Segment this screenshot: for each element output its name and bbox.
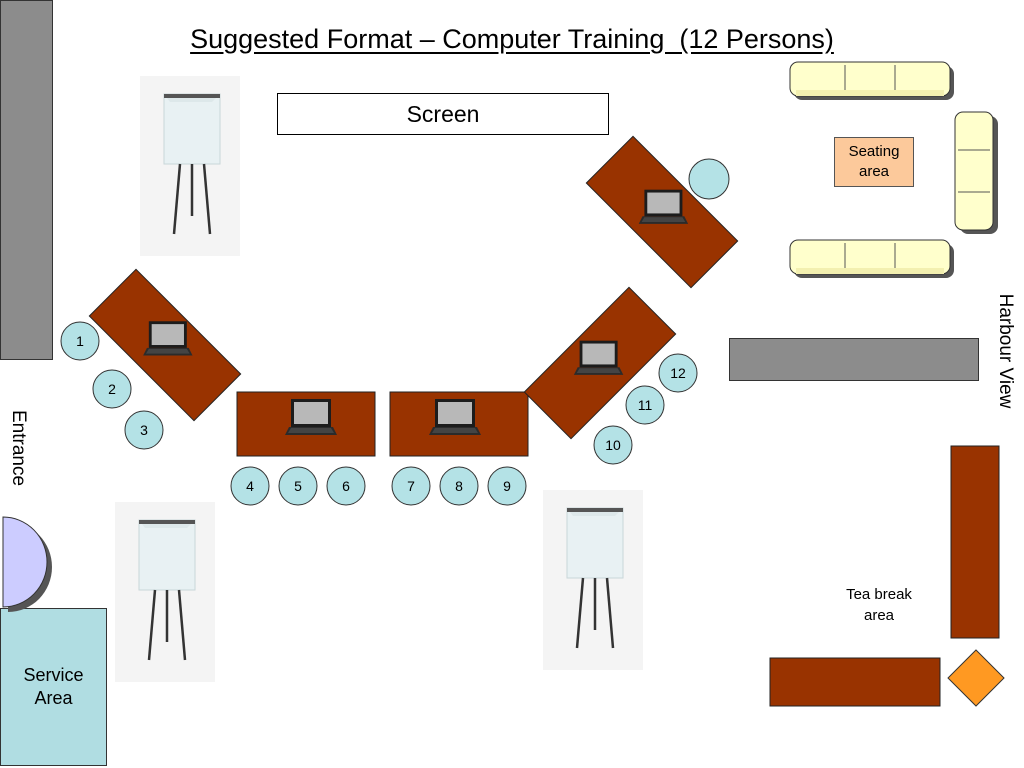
seating-area-box: Seating area bbox=[834, 137, 914, 187]
seat-number: 7 bbox=[407, 478, 415, 494]
tea-diamond bbox=[947, 649, 1005, 707]
sofa-icon bbox=[789, 239, 955, 279]
seat-number: 9 bbox=[503, 478, 511, 494]
left-wall bbox=[0, 0, 53, 360]
tea-table-vertical bbox=[950, 445, 1000, 639]
seat: 10 bbox=[593, 425, 633, 465]
laptop-icon bbox=[429, 399, 481, 435]
service-area-label-line1: Service bbox=[23, 665, 84, 685]
page-title: Suggested Format – Computer Training (12… bbox=[190, 24, 834, 54]
flipchart-icon bbox=[113, 500, 217, 684]
sofa-icon bbox=[954, 111, 998, 234]
service-area: Service Area bbox=[0, 608, 107, 766]
seat-number: 2 bbox=[108, 381, 116, 397]
seat: 9 bbox=[487, 466, 527, 506]
seat: 8 bbox=[439, 466, 479, 506]
trainer-seat bbox=[688, 158, 730, 200]
sofa-icon bbox=[789, 61, 955, 101]
seat: 2 bbox=[92, 369, 132, 409]
seat: 4 bbox=[230, 466, 270, 506]
tea-break-label-line1: Tea break bbox=[846, 586, 912, 603]
seat-number: 3 bbox=[140, 422, 148, 438]
seat-number: 8 bbox=[455, 478, 463, 494]
flipchart-icon bbox=[541, 488, 645, 672]
laptop-icon bbox=[573, 340, 624, 375]
flipchart-icon bbox=[138, 74, 242, 258]
table-left-angled bbox=[88, 268, 242, 422]
seat-number: 11 bbox=[638, 397, 653, 413]
seat: 1 bbox=[60, 321, 100, 361]
seat: 12 bbox=[658, 353, 698, 393]
seat: 7 bbox=[391, 466, 431, 506]
tea-break-label: Tea break area bbox=[825, 584, 933, 626]
seat: 3 bbox=[124, 410, 164, 450]
tea-table-horizontal bbox=[769, 657, 941, 707]
laptop-icon bbox=[285, 399, 337, 435]
seat: 6 bbox=[326, 466, 366, 506]
seating-area-label-line2: area bbox=[858, 163, 890, 180]
laptop-icon bbox=[638, 189, 689, 224]
projection-screen: Screen bbox=[277, 93, 609, 135]
seat-number: 4 bbox=[246, 478, 254, 494]
tea-break-label-line2: area bbox=[863, 607, 895, 624]
seat-number: 12 bbox=[670, 365, 686, 381]
laptop-icon bbox=[143, 321, 193, 356]
seat: 11 bbox=[625, 385, 665, 425]
harbour-wall bbox=[729, 338, 979, 381]
table-trainer bbox=[585, 135, 739, 289]
service-area-label-line2: Area bbox=[34, 688, 73, 708]
seat-number: 6 bbox=[342, 478, 350, 494]
seat-number: 1 bbox=[76, 333, 84, 349]
door-icon bbox=[2, 516, 52, 612]
screen-label: Screen bbox=[406, 100, 480, 127]
seating-area-label-line1: Seating bbox=[848, 143, 900, 160]
seat: 5 bbox=[278, 466, 318, 506]
seat-number: 10 bbox=[605, 437, 621, 453]
seat-number: 5 bbox=[294, 478, 302, 494]
table-right-angled bbox=[523, 286, 677, 440]
